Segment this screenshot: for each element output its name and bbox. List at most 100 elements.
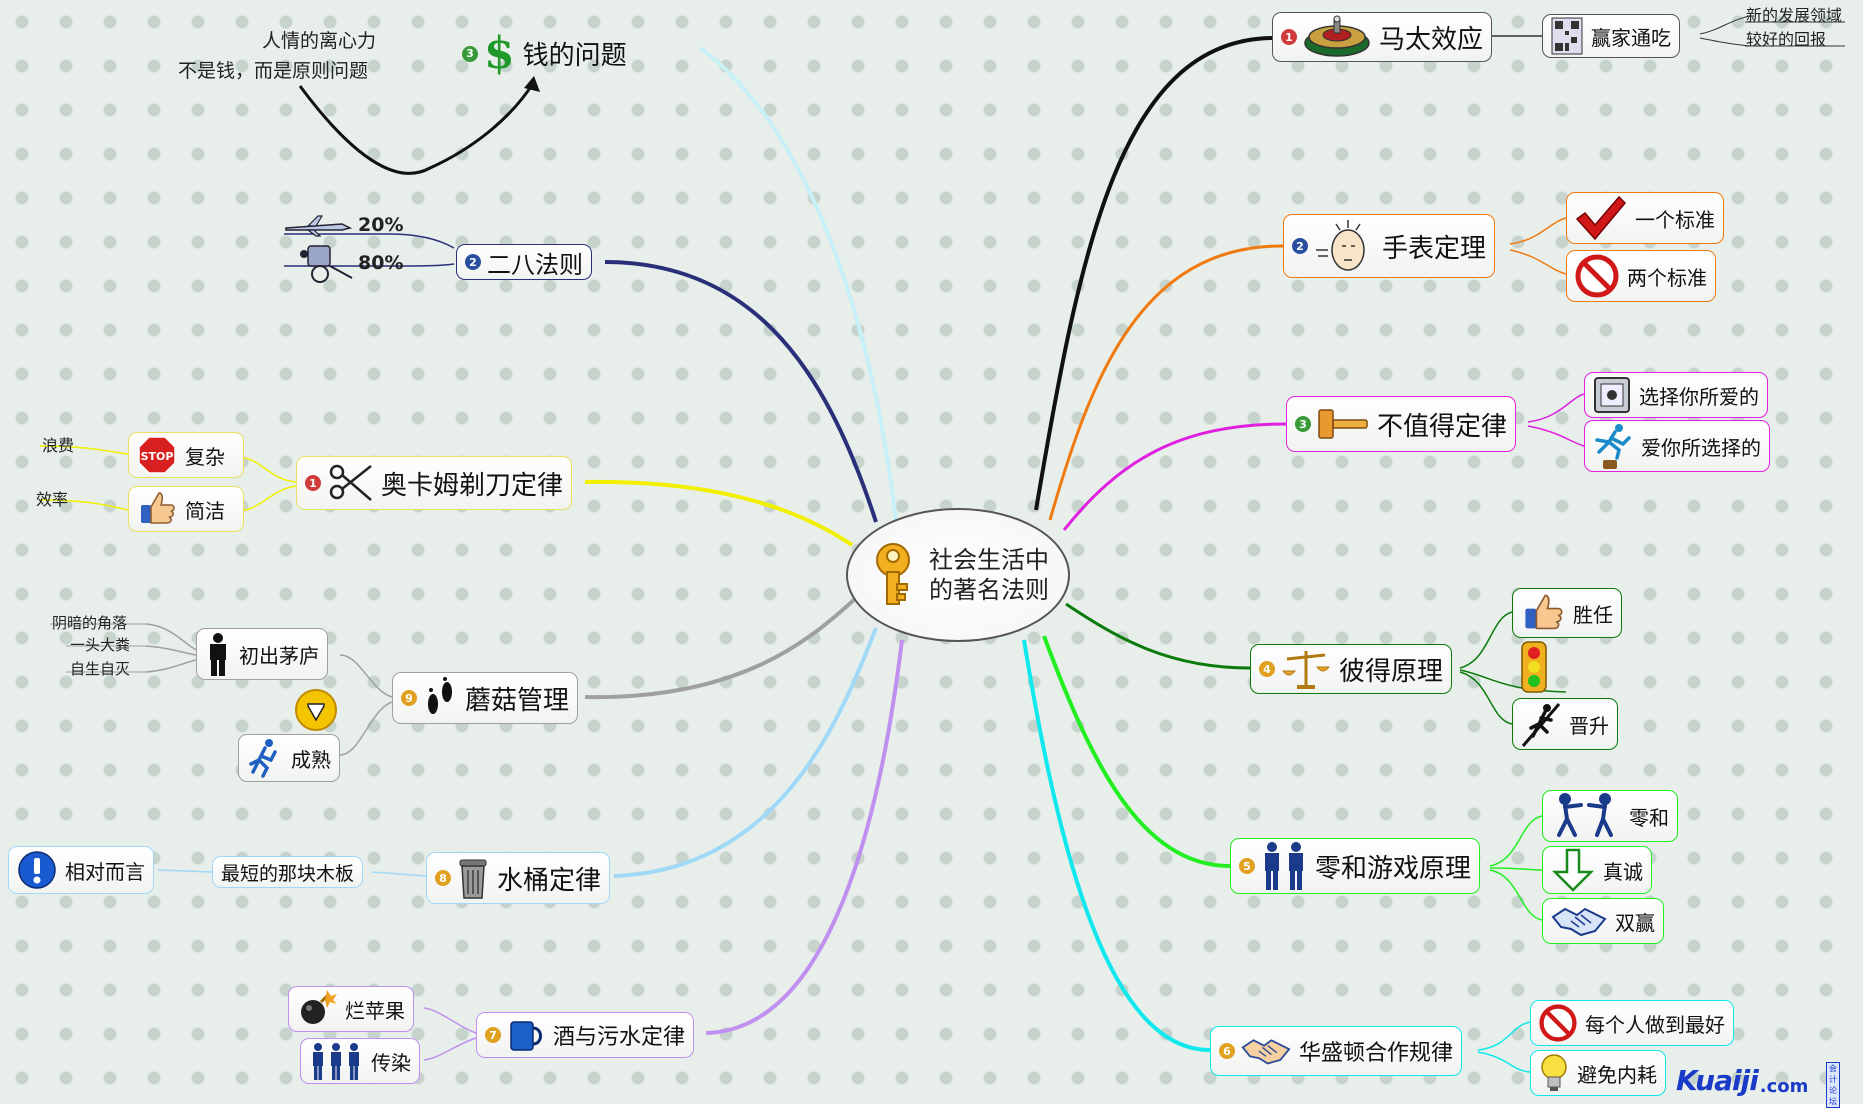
mushroom-note-2: 一头大粪 [70,636,131,654]
footprints-icon [423,676,457,720]
climber-icon [1521,700,1561,748]
wine-infect[interactable]: 传染 [300,1038,420,1084]
svg-text:STOP: STOP [141,450,174,463]
airplane-icon [282,214,354,242]
wine-infect-label: 传染 [371,1050,411,1075]
thumbs-up-icon [137,489,177,529]
priority-badge: 7 [485,1027,501,1043]
thumbs-up-icon [1521,591,1565,635]
washington-avoid[interactable]: 避免内耗 [1530,1050,1666,1096]
zerosum-sincere[interactable]: 真诚 [1542,846,1652,894]
wire-washington [1022,639,1211,1052]
topic-watch[interactable]: 2 手表定理 [1283,214,1496,278]
zerosum-winwin[interactable]: 双赢 [1542,898,1664,944]
wire-notworth [1062,422,1287,531]
matthew-winner[interactable]: 赢家通吃 [1542,14,1680,58]
wire-money [698,46,898,521]
watermark-text: Kuaiji [1676,1064,1759,1097]
occam-simple[interactable]: 简洁 [128,486,244,532]
info-exclamation-icon [17,850,57,890]
topic-pareto[interactable]: 2 二八法则 [456,244,592,280]
topic-washington-label: 华盛顿合作规律 [1299,1041,1454,1066]
matthew-reward: 较好的回报 [1746,30,1827,49]
bucket-shortest[interactable]: 最短的那块木板 [212,856,364,888]
scissors-icon [327,460,373,506]
topic-occam[interactable]: 1 奥卡姆剃刀定律 [296,456,573,510]
arrow-down-outline-icon [1551,848,1595,892]
priority-badge: 2 [1292,238,1308,254]
mug-icon [507,1016,545,1054]
watermark-logo: Kuaiji .com 会计论坛 [1676,1062,1840,1108]
wine-rotten[interactable]: 烂苹果 [288,986,414,1032]
topic-wine[interactable]: 7 酒与污水定律 [476,1012,695,1058]
watch-one-standard[interactable]: 一个标准 [1566,192,1724,244]
pareto-20: 20% [358,214,404,236]
occam-simple-label: 简洁 [185,498,225,523]
notworth-choose[interactable]: 选择你所爱的 [1584,372,1768,418]
traffic-light-icon [1518,640,1550,698]
topic-money[interactable]: 3 $ 钱的问题 [462,28,627,79]
washington-best[interactable]: 每个人做到最好 [1530,1000,1734,1046]
key-icon [867,542,921,608]
peter-competent[interactable]: 胜任 [1512,588,1622,638]
topic-mushroom[interactable]: 9 蘑菇管理 [392,672,579,724]
mushroom-debut[interactable]: 初出茅庐 [196,628,328,680]
center-topic[interactable]: 社会生活中 的著名法则 [846,508,1070,642]
notworth-love[interactable]: 爱你所选择的 [1584,420,1770,472]
topic-watch-label: 手表定理 [1382,233,1487,264]
topic-matthew[interactable]: 1 马太效应 [1272,12,1493,62]
topic-notworth[interactable]: 3 不值得定律 [1286,396,1517,452]
bucket-relative-label: 相对而言 [65,859,145,884]
stop-sign-icon: STOP [137,435,177,475]
dollar-icon: $ [484,28,515,79]
bucket-relative[interactable]: 相对而言 [8,846,154,894]
topic-bucket[interactable]: 8 水桶定律 [426,852,611,904]
notworth-love-label: 爱你所选择的 [1641,435,1761,460]
mushroom-note-1: 阴暗的角落 [52,614,128,632]
wire-peter [1065,602,1251,670]
zerosum-zero[interactable]: 零和 [1542,790,1678,842]
wine-rotten-label: 烂苹果 [345,998,405,1023]
checkmark-icon [1575,195,1627,241]
wire-occam [584,479,854,547]
mushroom-mature[interactable]: 成熟 [238,734,340,782]
watermark-dotcom: .com [1759,1076,1809,1097]
topic-peter-label: 彼得原理 [1339,656,1444,687]
topic-washington[interactable]: 6 华盛顿合作规律 [1210,1026,1463,1076]
lightbulb-icon [1539,1053,1569,1093]
watch-two-standards[interactable]: 两个标准 [1566,250,1716,302]
occam-complex[interactable]: STOP 复杂 [128,432,244,478]
center-title-line1: 社会生活中 [929,546,1049,574]
hammer-icon [1317,404,1369,444]
person-icon [205,632,231,676]
no-entry-icon [1539,1004,1577,1042]
wire-pareto [604,260,878,523]
peter-promote-label: 晋升 [1569,713,1609,738]
occam-waste: 浪费 [42,436,75,455]
watch-two-label: 两个标准 [1627,265,1707,290]
matthew-dev: 新的发展领域 [1746,6,1843,25]
priority-badge: 4 [1259,661,1275,677]
mushroom-debut-label: 初出茅庐 [239,643,319,668]
money-arrow [298,81,536,175]
qr-code-icon [1551,17,1583,55]
bomb-icon [297,990,337,1028]
people-icon [1261,841,1307,891]
rickshaw-icon [296,240,354,288]
topic-matthew-label: 马太效应 [1379,24,1484,55]
mushroom-mature-label: 成熟 [291,747,331,772]
group-people-icon [309,1041,363,1081]
bucket-shortest-label: 最短的那块木板 [221,862,355,885]
topic-zerosum[interactable]: 5 零和游戏原理 [1230,838,1481,894]
roulette-icon [1303,15,1371,59]
topic-peter[interactable]: 4 彼得原理 [1250,644,1453,694]
matthew-winner-label: 赢家通吃 [1591,25,1671,50]
priority-badge: 6 [1219,1043,1235,1059]
peter-promote[interactable]: 晋升 [1512,698,1618,750]
wire-matthew [1034,36,1273,511]
topic-notworth-label: 不值得定律 [1377,411,1508,442]
zerosum-winwin-label: 双赢 [1615,910,1655,935]
priority-badge: 3 [462,45,478,62]
thinking-head-icon [1314,216,1374,276]
